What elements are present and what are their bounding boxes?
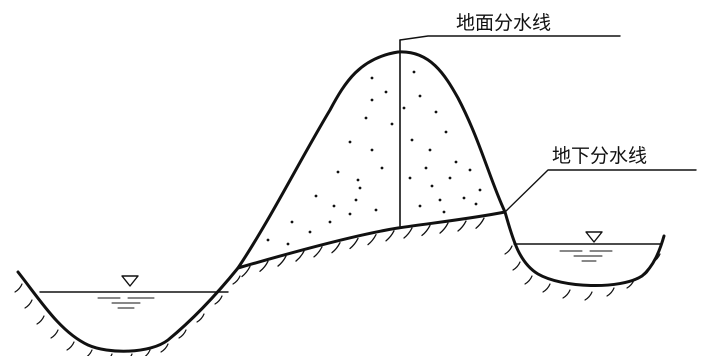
hatch-mark — [584, 291, 593, 301]
stipple-dot — [290, 220, 294, 224]
ground-hatching — [14, 245, 661, 361]
stipple-dot — [474, 202, 478, 206]
stipple-dot — [356, 178, 360, 182]
stipple-dot — [374, 208, 378, 212]
hatch-mark — [259, 260, 269, 272]
stipple-dot — [408, 176, 412, 180]
stipple-dot — [410, 138, 414, 142]
stipple-dot — [370, 98, 374, 102]
groundwater-table-hatching — [241, 217, 485, 278]
stipple-dot — [384, 90, 388, 94]
stipple-dot — [266, 238, 270, 242]
hatch-mark — [295, 250, 305, 262]
stipple-dot — [358, 186, 362, 190]
surface-divide-leader — [399, 35, 621, 41]
water-level-icon — [585, 231, 603, 243]
stipple-dot — [308, 230, 312, 234]
stipple-dot — [442, 210, 446, 214]
water-level-icon — [121, 275, 139, 287]
stipple-dot — [354, 198, 358, 202]
stipple-dot — [412, 70, 416, 74]
hatch-mark — [196, 313, 205, 323]
groundwater-table-line — [236, 210, 507, 270]
hatch-mark — [50, 329, 59, 339]
hatch-mark — [232, 275, 241, 285]
hatch-mark — [349, 237, 359, 250]
hatch-mark — [524, 275, 533, 285]
hatch-mark — [504, 245, 513, 255]
stipple-dot — [428, 148, 432, 152]
hatch-mark — [475, 217, 485, 229]
hatch-mark — [652, 253, 661, 263]
stipple-dot — [336, 170, 340, 174]
hatch-mark — [160, 343, 169, 353]
stipple-dot — [348, 212, 352, 216]
stipple-dot — [430, 184, 434, 188]
stipple-dot — [314, 194, 318, 198]
hatch-mark — [606, 287, 615, 297]
hatch-mark — [313, 246, 323, 258]
hatch-mark — [421, 224, 431, 237]
stipple-dot — [348, 140, 352, 144]
hatch-mark — [457, 220, 467, 232]
hatch-mark — [277, 255, 287, 267]
hatch-mark — [403, 227, 413, 239]
hatch-mark — [241, 265, 251, 278]
stipple-dot — [444, 130, 448, 134]
hatch-mark — [542, 283, 551, 293]
hatch-mark — [84, 349, 93, 359]
stipple-dot — [478, 188, 482, 192]
hatch-mark — [512, 261, 521, 271]
stipple-dot — [454, 160, 458, 164]
hatch-mark — [178, 329, 187, 339]
hatch-mark — [642, 267, 651, 277]
stipple-dot — [370, 148, 374, 152]
hatch-mark — [439, 222, 449, 234]
hatch-mark — [14, 283, 23, 293]
stipple-dot — [364, 116, 368, 120]
stipple-dot — [424, 166, 428, 170]
stipple-dot — [462, 196, 466, 200]
stipple-dot — [438, 198, 442, 202]
surface-divide-label: 地面分水线 — [456, 12, 551, 34]
stipple-dot — [448, 176, 452, 180]
hatch-mark — [385, 230, 395, 242]
hatch-mark — [24, 299, 33, 309]
hatch-mark — [367, 233, 377, 246]
hatch-mark — [331, 242, 341, 254]
ground-surface-line — [16, 50, 666, 353]
stipple-dot — [418, 204, 422, 208]
stipple-dot — [380, 166, 384, 170]
hatch-mark — [626, 279, 635, 289]
stipple-dot — [332, 204, 336, 208]
hatch-mark — [562, 289, 571, 299]
stipple-dot — [418, 94, 422, 98]
hatch-mark — [36, 315, 45, 325]
groundwater-divide-leader — [504, 169, 697, 213]
stipple-dot — [402, 106, 406, 110]
stipple-dot — [370, 76, 374, 80]
hatch-mark — [214, 295, 223, 305]
unsaturated-zone-stipple — [266, 70, 482, 246]
stipple-dot — [468, 168, 472, 172]
stipple-dot — [328, 220, 332, 224]
stipple-dot — [390, 122, 394, 126]
hatch-mark — [66, 341, 75, 351]
stipple-dot — [434, 110, 438, 114]
stipple-dot — [286, 242, 290, 246]
groundwater-divide-label: 地下分水线 — [552, 145, 647, 167]
